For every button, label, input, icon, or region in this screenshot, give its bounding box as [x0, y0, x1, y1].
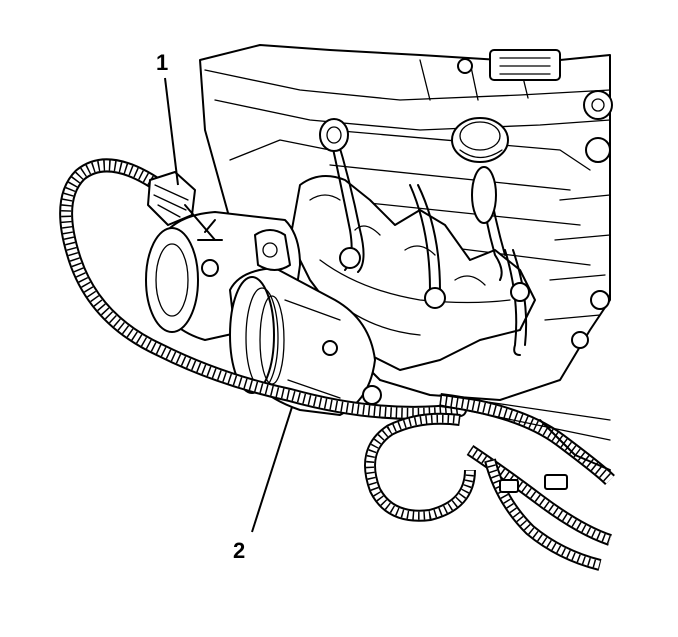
callout-1-label: 1 [156, 50, 168, 75]
oil-filler-cap [451, 117, 509, 163]
callout-1-leader [164, 77, 179, 186]
wiring-harness [59, 158, 615, 571]
starter-motor [145, 211, 382, 416]
callout-2-label: 2 [233, 538, 245, 563]
spark-plug-wires [319, 118, 530, 356]
callout-2-leader [251, 406, 293, 533]
harness-connector [147, 171, 223, 241]
